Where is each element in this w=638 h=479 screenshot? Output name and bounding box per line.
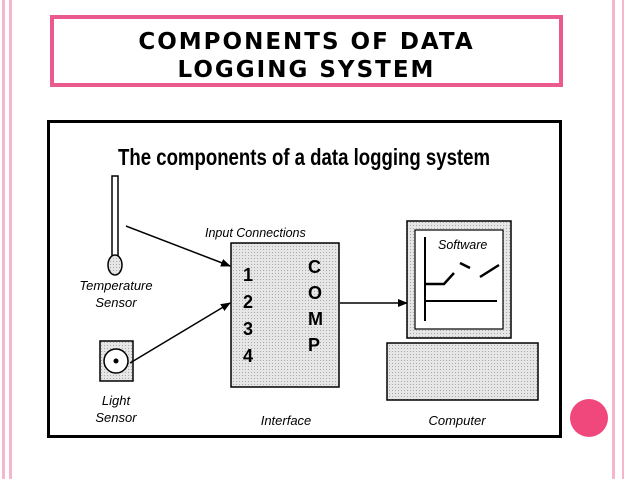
slide-title-box: COMPONENTS OF DATA LOGGING SYSTEM xyxy=(50,15,563,87)
computer-icon xyxy=(386,220,539,401)
software-label: Software xyxy=(438,238,487,252)
interface-port-4: 4 xyxy=(243,346,253,366)
right-stripe-inner xyxy=(612,0,615,479)
input-connections-label: Input Connections xyxy=(205,226,306,240)
diagram-frame: The components of a data logging system … xyxy=(47,120,562,438)
interface-letter-c: C xyxy=(308,257,321,277)
light-arrow xyxy=(129,302,231,364)
interface-letter-m: M xyxy=(308,309,323,329)
interface-box xyxy=(230,242,340,388)
right-stripe-outer xyxy=(622,0,624,479)
slide-title-line-2: LOGGING SYSTEM xyxy=(177,57,436,83)
interface-label: Interface xyxy=(261,413,312,428)
temperature-sensor-icon xyxy=(107,175,123,276)
diagram-heading: The components of a data logging system xyxy=(118,144,490,170)
interface-letter-o: O xyxy=(308,283,322,303)
interface-port-3: 3 xyxy=(243,319,253,339)
light-sensor-label-line-1: Light xyxy=(102,393,132,408)
interface-port-2: 2 xyxy=(243,292,253,312)
slide-title-line-1: COMPONENTS OF DATA xyxy=(138,29,475,55)
light-sensor-icon xyxy=(99,340,134,382)
left-stripe-outer xyxy=(2,0,5,479)
temperature-arrow xyxy=(125,225,231,267)
light-sensor-label-line-2: Sensor xyxy=(95,410,137,425)
interface-port-1: 1 xyxy=(243,265,253,285)
data-logging-diagram: The components of a data logging system … xyxy=(79,144,539,428)
decorative-pink-dot xyxy=(570,399,608,437)
temperature-sensor-label-line-2: Sensor xyxy=(95,295,137,310)
left-stripe-inner xyxy=(9,0,12,479)
computer-label: Computer xyxy=(428,413,486,428)
temperature-sensor-label-line-1: Temperature xyxy=(79,278,152,293)
interface-letter-p: P xyxy=(308,335,320,355)
